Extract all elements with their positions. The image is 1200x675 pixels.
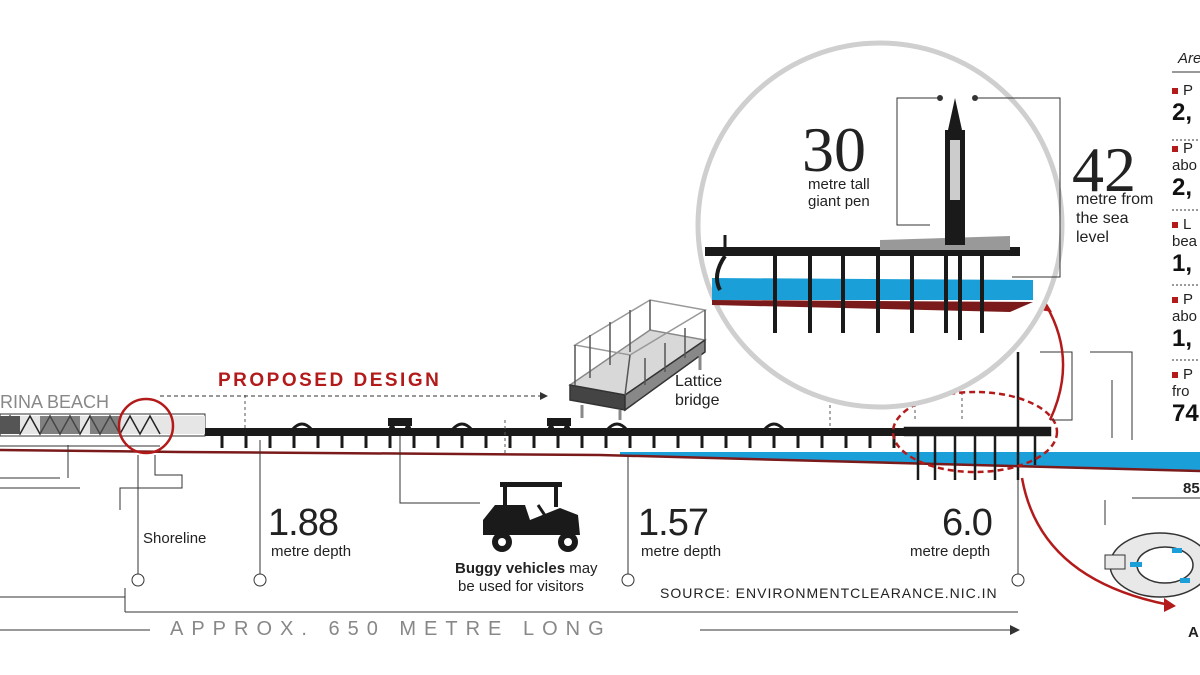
buggy-caption-line1: Buggy vehicles may [455,560,598,577]
pier-end-structure [903,352,1052,480]
buggy-caption-bold: Buggy vehicles [455,560,566,577]
sidebar-item-value: 2, [1172,174,1193,201]
sidebar-item-3: L bea 1, [1172,216,1200,278]
sidebar-item-label: L bea [1172,216,1198,250]
lattice-bridge-label: Lattice bridge [675,373,723,409]
pen-height-caption: metre tall giant pen [808,176,870,210]
deck-buggy [388,418,571,431]
zoom-circle [695,40,1065,410]
deck-shelters [290,422,786,432]
sidebar-item-label: P [1183,82,1194,99]
sidebar-item-value: 74 [1172,400,1199,427]
lattice-bridge-icon [568,299,708,420]
sidebar-item-value: 1, [1172,250,1193,277]
roundabout-dimension: 85 [1183,480,1200,497]
beach-label: RINA BEACH [0,392,110,412]
source-credit: SOURCE: ENVIRONMENTCLEARANCE.NIC.IN [660,585,998,601]
buggy-vehicle-icon [483,482,580,552]
depth-unit-2: metre depth [641,543,722,560]
roundabout-plan [1104,532,1200,598]
depth-value-3: 6.0 [942,502,993,544]
length-label: APPROX. 650 METRE LONG [170,618,612,640]
sidebar-item-label: P fro [1172,366,1194,400]
shoreline-label: Shoreline [143,530,207,547]
depth-unit-1: metre depth [271,543,352,560]
sidebar-item-label: P abo [1172,140,1198,174]
pen-height-value: 30 [802,114,866,185]
roundabout-label: A [1188,624,1199,641]
sidebar-header: Are [1178,50,1200,67]
sidebar-item-value: 2, [1172,99,1193,126]
depth-unit-3: metre depth [910,543,991,560]
end-highlight-ellipse [891,390,1059,474]
sidebar-item-2: P abo 2, [1172,140,1200,202]
sidebar-item-value: 1, [1172,325,1193,352]
sidebar-item-5: P fro 74 [1172,366,1200,428]
proposed-design-title: PROPOSED DESIGN [218,370,442,391]
depth-value-2: 1.57 [638,502,709,544]
buggy-caption-line2: be used for visitors [458,578,584,595]
sidebar-item-4: P abo 1, [1172,291,1200,353]
zoom-arrow [1044,304,1065,421]
sea-water [620,452,1200,470]
sidebar-item-label: P abo [1172,291,1198,325]
buggy-caption-rest: may [565,560,598,577]
zoom-pier-detail [705,98,1033,340]
sidebar-item-1: P 2, [1172,82,1200,127]
shore-highlight-circle [117,397,175,455]
depth-value-1: 1.88 [268,502,339,544]
pier-deck [205,428,905,448]
beach-walkway [0,413,206,437]
sea-height-caption: metre from the sea level [1076,191,1154,246]
seabed-line [0,448,1200,473]
sea-height-value: 42 [1072,134,1136,205]
roundabout-arrow [1020,477,1171,607]
